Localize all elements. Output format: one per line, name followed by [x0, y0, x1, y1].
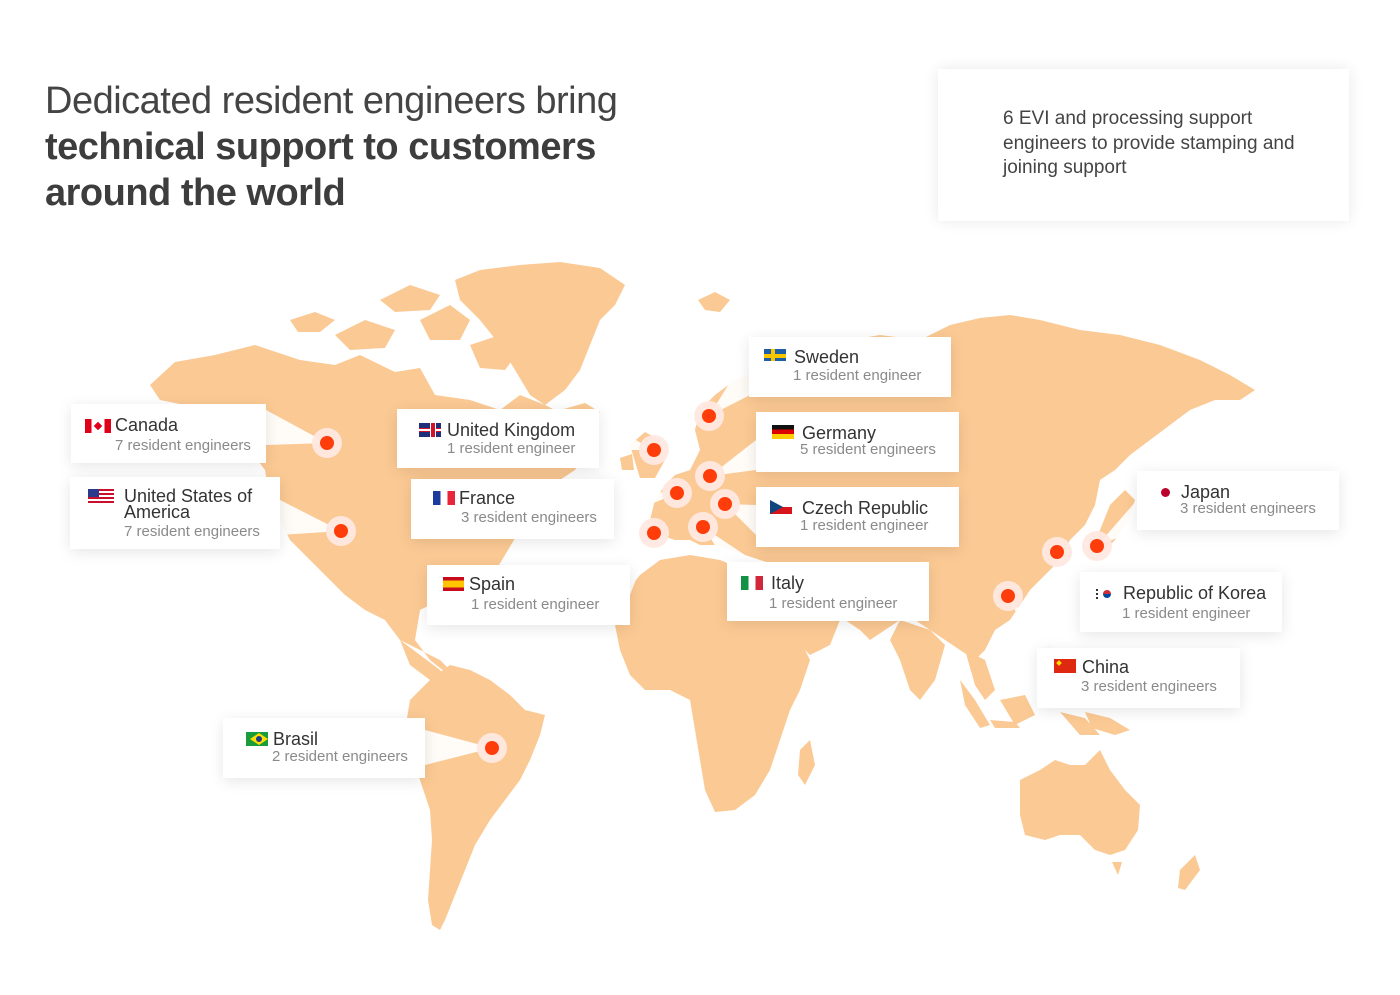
australia [1020, 750, 1140, 855]
callout-brasil[interactable]: Brasil 2 resident engineers [223, 718, 425, 778]
south-america-landmass [405, 665, 545, 930]
france-flag-icon [433, 491, 455, 505]
page-headline: Dedicated resident engineers bring techn… [45, 78, 665, 216]
location-name: Canada [115, 415, 179, 435]
pin-spain[interactable] [639, 518, 669, 548]
china-flag-icon [1054, 659, 1076, 673]
southeast-asia [960, 645, 1100, 735]
pin-germany[interactable] [695, 461, 725, 491]
connector-usa [280, 500, 341, 535]
brazil-flag-icon [246, 732, 268, 746]
engineer-count: 7 resident engineers [115, 437, 251, 454]
callout-canada[interactable]: Canada 7 resident engineers [71, 404, 266, 463]
callout-sweden[interactable]: Sweden 1 resident engineer [749, 337, 951, 397]
connector-france [614, 490, 677, 520]
spain-flag-icon [443, 577, 464, 591]
tasmania [1112, 862, 1122, 875]
connector-spain [630, 533, 654, 595]
pin-italy[interactable] [688, 512, 718, 542]
info-box-text: 6 EVI and processing support engineers t… [1003, 108, 1295, 178]
callout-china[interactable]: China 3 resident engineers [1037, 648, 1240, 708]
pin-czech[interactable] [710, 489, 740, 519]
callout-uk[interactable]: United Kingdom 1 resident engineer [397, 409, 599, 468]
callout-france[interactable]: France 3 resident engineers [411, 479, 614, 539]
usa-flag-icon [88, 489, 114, 503]
engineer-count: 3 resident engineers [461, 509, 597, 526]
pin-brasil[interactable] [477, 733, 507, 763]
engineer-count: 1 resident engineer [793, 367, 922, 384]
engineer-count: 1 resident engineer [447, 440, 576, 457]
callout-japan[interactable]: Japan 3 resident engineers [1137, 471, 1339, 530]
svalbard [698, 292, 730, 312]
engineer-count: 7 resident engineers [124, 523, 260, 540]
pin-china[interactable] [993, 581, 1023, 611]
korea-flag-icon [1094, 587, 1116, 601]
japan-flag-icon [1153, 485, 1179, 499]
engineer-count: 3 resident engineers [1180, 500, 1316, 517]
sweden-flag-icon [764, 349, 786, 361]
germany-flag-icon [772, 425, 794, 439]
uk-flag-icon [419, 423, 441, 437]
engineer-count: 1 resident engineer [800, 517, 929, 534]
pin-korea[interactable] [1042, 537, 1072, 567]
connector-china [1008, 596, 1060, 655]
location-name: Sweden [794, 347, 860, 367]
location-name: United Kingdom [447, 420, 576, 440]
pin-sweden[interactable] [694, 401, 724, 431]
location-name: China [1082, 657, 1130, 677]
location-name: Italy [771, 573, 805, 593]
headline-line-3: around the world [45, 172, 346, 214]
greenland [455, 262, 625, 405]
location-name: Germany [802, 423, 877, 443]
madagascar [798, 740, 815, 785]
canada-flag-icon [85, 419, 111, 433]
location-name: France [459, 488, 516, 508]
connector-italy [703, 527, 760, 565]
connector-canada [266, 410, 327, 445]
callout-italy[interactable]: Italy 1 resident engineer [727, 562, 929, 621]
connector-sweden [709, 350, 750, 416]
headline-line-1: Dedicated resident engineers bring [45, 80, 618, 122]
engineer-count: 5 resident engineers [800, 441, 936, 458]
new-guinea [1085, 712, 1130, 735]
callout-usa[interactable]: United States of America 7 resident engi… [70, 477, 280, 549]
callout-czech[interactable]: Czech Republic 1 resident engineer [756, 487, 959, 547]
location-name: Brasil [273, 729, 319, 749]
headline-line-2: technical support to customers [45, 126, 596, 168]
italy-flag-icon [741, 576, 763, 590]
pin-japan[interactable] [1082, 531, 1112, 561]
pin-usa[interactable] [326, 516, 356, 546]
pin-uk[interactable] [639, 435, 669, 465]
location-name: Japan [1181, 482, 1231, 502]
connector-brasil [425, 730, 492, 765]
engineer-count: 2 resident engineers [272, 748, 408, 765]
callout-germany[interactable]: Germany 5 resident engineers [756, 412, 959, 472]
engineer-count: 1 resident engineer [1122, 605, 1251, 622]
new-zealand [1178, 855, 1200, 890]
engineer-count: 3 resident engineers [1081, 678, 1217, 695]
callout-korea[interactable]: Republic of Korea 1 resident engineer [1080, 572, 1282, 632]
czech-flag-icon [770, 500, 792, 514]
engineer-count: 1 resident engineer [471, 596, 600, 613]
pin-france[interactable] [662, 478, 692, 508]
pin-canada[interactable] [312, 428, 342, 458]
engineer-count: 1 resident engineer [769, 595, 898, 612]
callout-spain[interactable]: Spain 1 resident engineer [427, 565, 630, 625]
evi-support-info-box: 6 EVI and processing support engineers t… [938, 69, 1349, 221]
location-name: Spain [469, 574, 516, 594]
location-name: United States of America [124, 486, 253, 522]
location-name: Czech Republic [802, 498, 929, 518]
location-name: Republic of Korea [1123, 583, 1267, 603]
